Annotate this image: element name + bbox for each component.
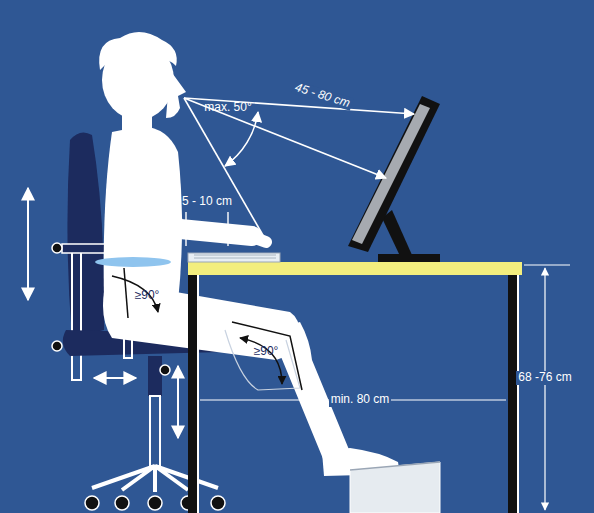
wrist-distance <box>186 212 228 246</box>
footrest-top <box>350 462 440 470</box>
arm <box>160 150 266 242</box>
hip-angle-label: ≥90° <box>133 289 162 302</box>
desk-height-label: 68 -76 cm <box>516 371 573 384</box>
shorts-outline <box>225 330 300 390</box>
knee-angle <box>232 322 302 390</box>
keyboard <box>188 253 280 262</box>
monitor <box>348 96 440 262</box>
wrist-distance-label: 5 - 10 cm <box>180 195 234 208</box>
person-silhouette <box>99 32 400 476</box>
desk <box>188 262 522 513</box>
knee-angle-label: ≥90° <box>252 345 281 358</box>
legroom-depth-label: min. 80 cm <box>329 393 392 406</box>
footrest <box>350 462 440 513</box>
lumbar-support <box>95 257 171 267</box>
desk-height <box>524 265 570 510</box>
keyboard-keys <box>194 255 276 258</box>
sight-lines <box>184 98 414 244</box>
viewing-angle-label: max. 50° <box>202 101 253 114</box>
